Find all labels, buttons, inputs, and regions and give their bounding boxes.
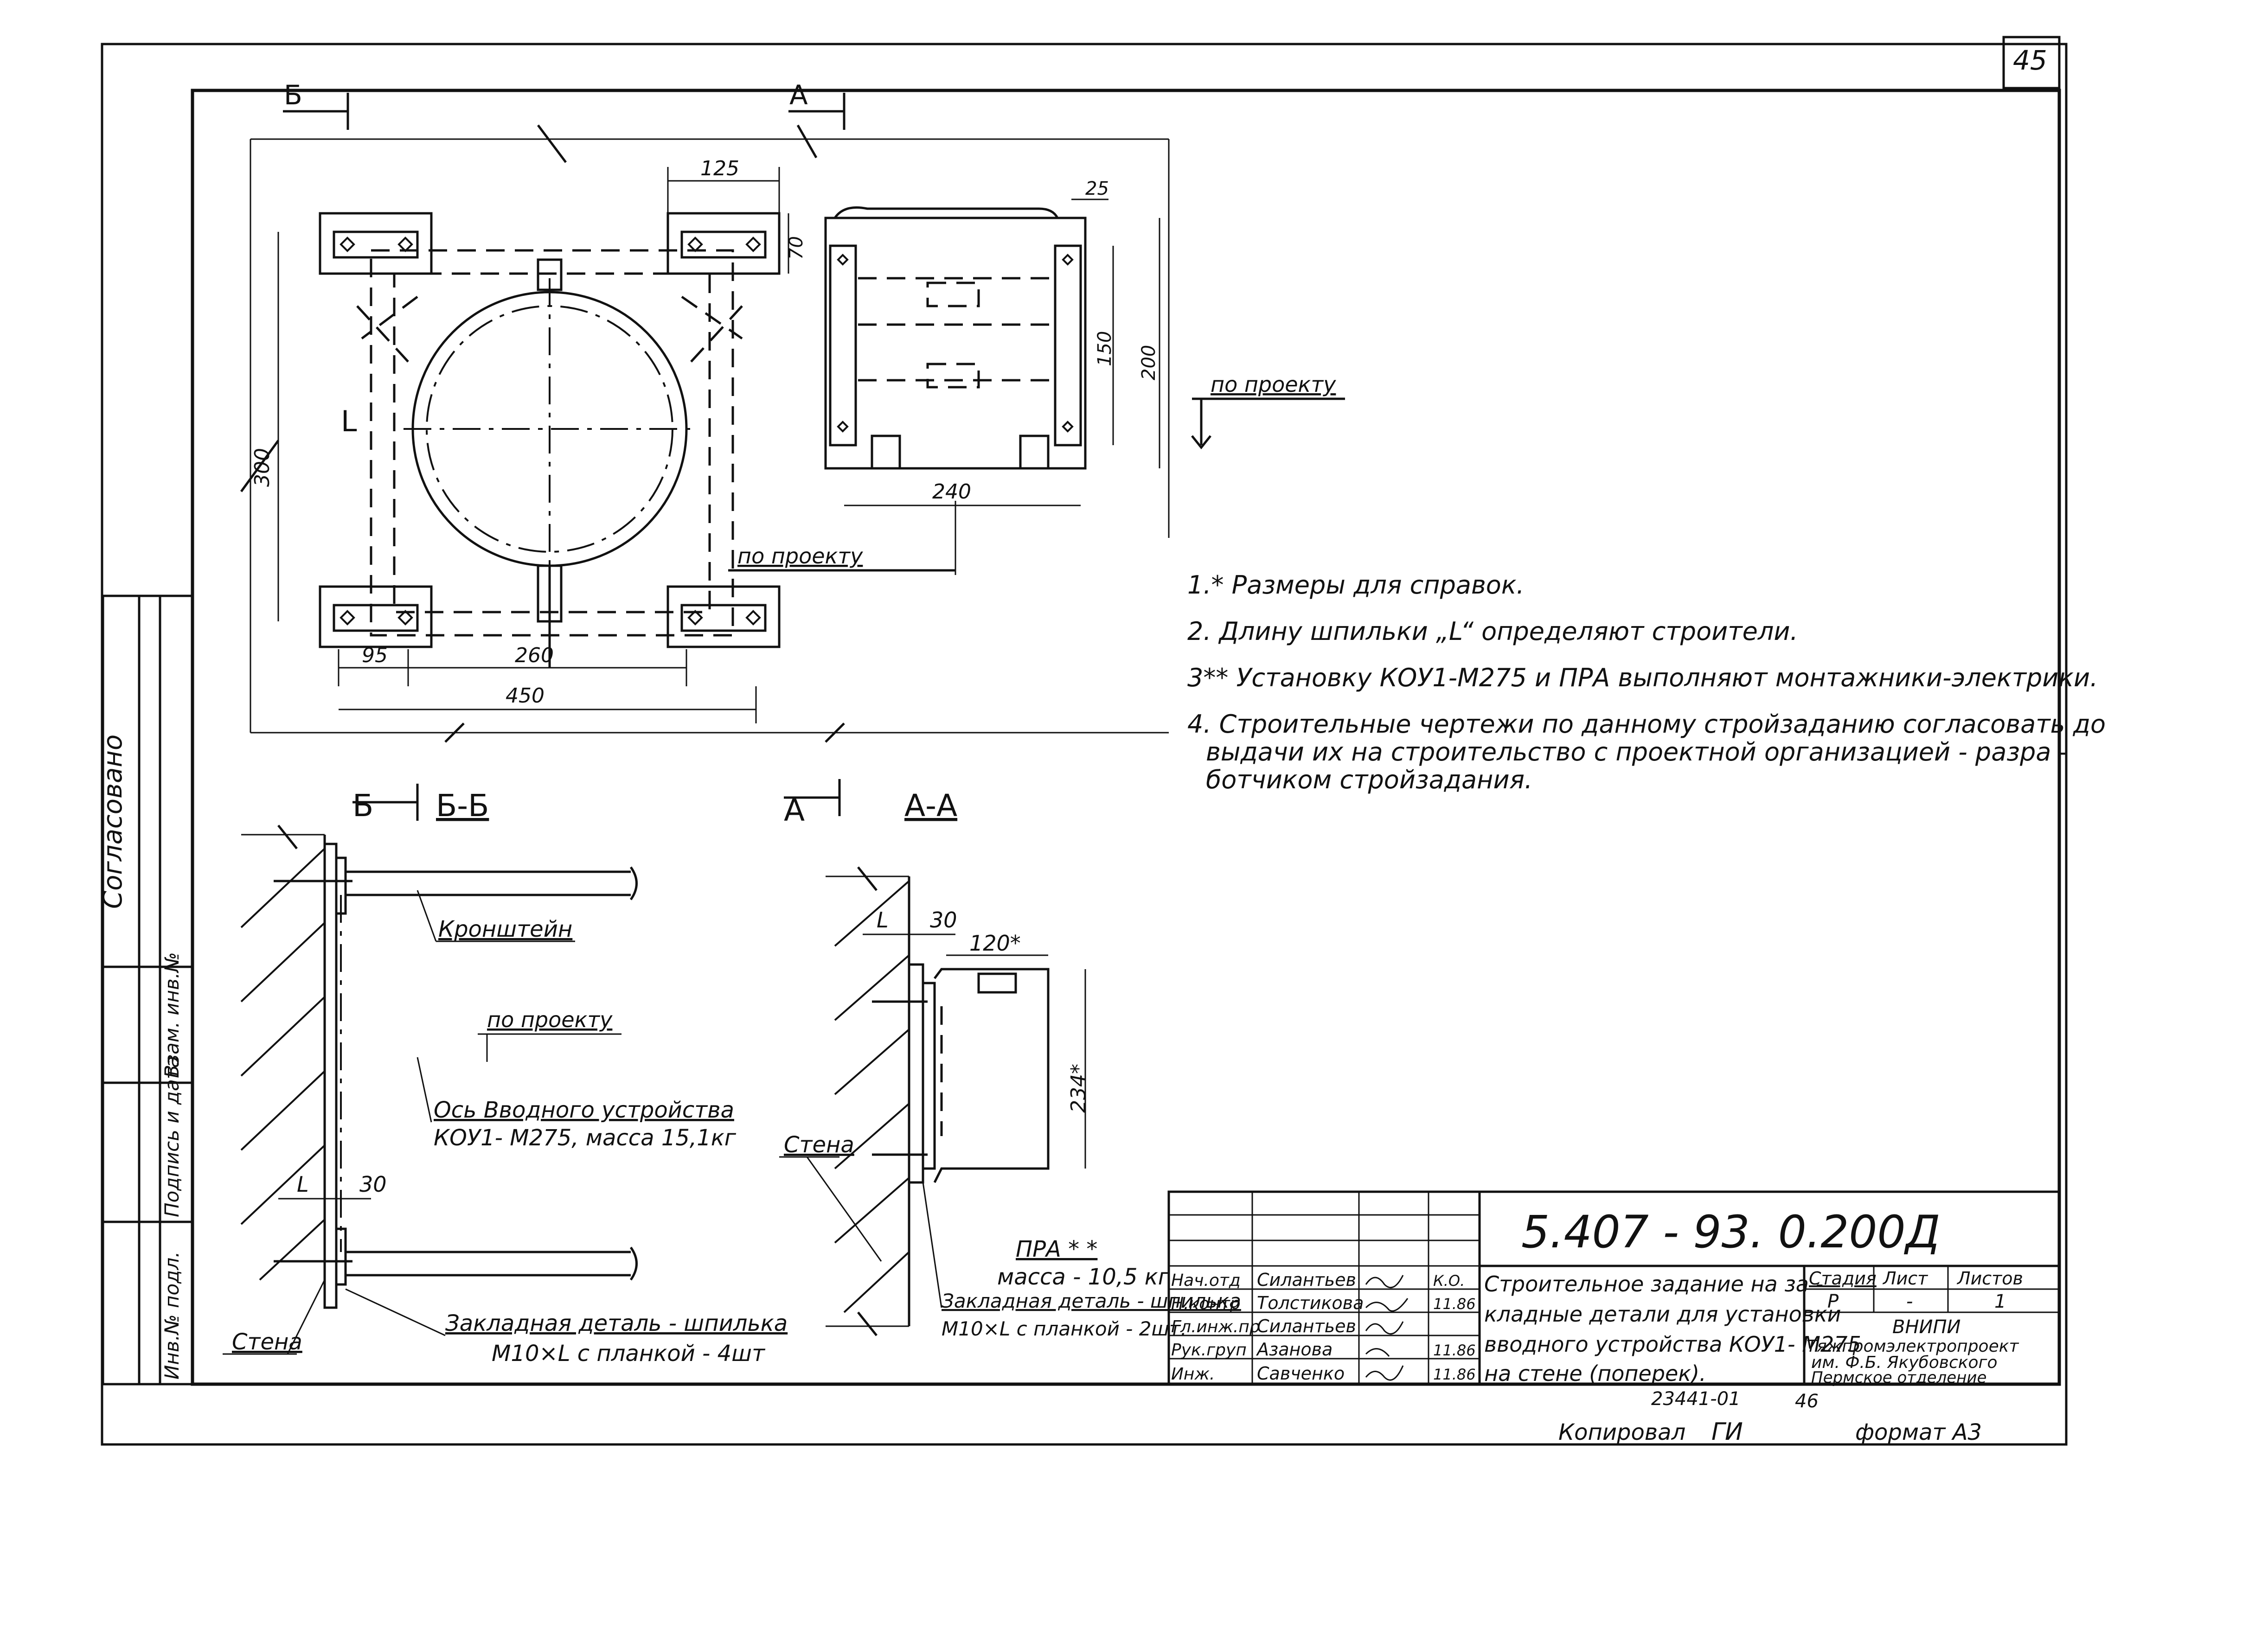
tb-desc-0: Строительное задание на за -	[1484, 1271, 1823, 1297]
section-bb-title: Б-Б	[436, 788, 489, 824]
section-bb-mark: Б	[352, 788, 373, 824]
note-4-cont-1: выдачи их на строительство с проектной о…	[1206, 737, 2068, 767]
section-bb-axis-1: Ось Вводного устройства	[434, 1097, 734, 1123]
section-aa-dim-234: 234*	[1067, 1064, 1090, 1113]
section-aa: А А-А L 30 120* 234* Стен	[779, 779, 1241, 1340]
note-3: 3** Установку КОУ1-М275 и ПРА выполняют …	[1187, 663, 2098, 692]
page-number: 45	[2013, 45, 2047, 76]
section-aa-dim-30: 30	[930, 907, 957, 933]
section-aa-pra-2: масса - 10,5 кг	[997, 1264, 1170, 1290]
section-aa-wall: Стена	[784, 1132, 854, 1158]
dim-260: 260	[515, 644, 554, 667]
sheets-value: 1	[1994, 1291, 2006, 1312]
role-1: Н.контр	[1171, 1294, 1241, 1313]
name-0: Силантьев	[1257, 1270, 1356, 1290]
plan-po-proektu-top: по проекту	[1211, 372, 1336, 397]
dim-150: 150	[1094, 331, 1115, 366]
role-3: Рук.груп	[1171, 1341, 1247, 1360]
dim-125: 125	[700, 157, 739, 180]
role-4: Инж.	[1171, 1365, 1215, 1384]
stamp-agreed: Согласовано	[98, 735, 128, 909]
date-0: К.О.	[1433, 1272, 1465, 1290]
dim-70: 70	[786, 236, 807, 260]
title-block: 5.407 - 93. 0.200Д Нач.отд Силантьев К.О…	[1167, 1190, 2061, 1387]
name-2: Силантьев	[1257, 1316, 1356, 1336]
section-bb-po-proektu: по проекту	[487, 1007, 613, 1032]
org-2: им. Ф.Б. Якубовского	[1811, 1353, 1997, 1372]
tb-desc-2: вводного устройства КОУ1- М275	[1484, 1332, 1861, 1357]
section-aa-pra-1: ПРА * *	[1016, 1236, 1097, 1262]
date-3: 11.86	[1433, 1342, 1476, 1359]
section-aa-dim-120: 120*	[969, 931, 1021, 956]
plan-section-mark-b: Б	[284, 79, 302, 111]
org-0: ВНИПИ	[1892, 1316, 1960, 1338]
archive-number: 23441-01	[1651, 1388, 1741, 1410]
note-4-cont-2: ботчиком стройзадания.	[1206, 765, 1532, 794]
section-aa-mark: А	[784, 792, 805, 828]
sheet-index: 46	[1795, 1391, 1819, 1412]
note-2: 2. Длину шпильки „L“ определяют строител…	[1187, 617, 1798, 646]
note-4: 4. Строительные чертежи по данному строй…	[1187, 709, 2106, 739]
tb-desc-3: на стене (поперек).	[1484, 1361, 1706, 1386]
date-1: 11.86	[1433, 1295, 1476, 1313]
section-bb-dim-L: L	[297, 1172, 309, 1197]
side-view: 25 150 200 240 по проекту	[824, 178, 1345, 506]
plan-view: Б А L	[240, 79, 1170, 743]
copy-sign: ГИ	[1711, 1418, 1743, 1446]
name-4: Савченко	[1257, 1363, 1345, 1384]
stamp-inv-orig: Инв.№ подл.	[160, 1252, 183, 1380]
section-bb-wall: Стена	[232, 1329, 302, 1355]
date-4: 11.86	[1433, 1366, 1476, 1383]
dim-25: 25	[1085, 178, 1109, 199]
dim-95: 95	[362, 644, 388, 667]
side-stamp: Согласовано Взам. инв.№ Подпись и дата И…	[98, 594, 194, 1386]
org-3: Пермское отделение	[1811, 1368, 1986, 1387]
section-aa-embed-1: Закладная деталь - шпилька	[942, 1290, 1241, 1312]
dim-240: 240	[932, 480, 971, 504]
sheet-header: Лист	[1882, 1268, 1928, 1289]
role-2: Гл.инж.пр	[1171, 1317, 1260, 1336]
section-bb-embed-1: Закладная деталь - шпилька	[445, 1310, 788, 1336]
tb-desc-1: кладные детали для установки	[1484, 1302, 1841, 1327]
section-aa-title: А-А	[904, 788, 957, 824]
stamp-sign-date: Подпись и дата	[160, 1056, 183, 1217]
plate-bottom-left	[319, 585, 433, 648]
name-1: Толстикова	[1257, 1293, 1364, 1313]
section-bb-dim-30: 30	[359, 1172, 387, 1197]
dim-200: 200	[1138, 345, 1160, 380]
name-3: Азанова	[1256, 1339, 1333, 1360]
format-label: формат А3	[1855, 1419, 1982, 1445]
note-1: 1.* Размеры для справок.	[1187, 570, 1525, 600]
stage-header: Стадия	[1809, 1268, 1877, 1289]
dim-300: 300	[250, 448, 274, 487]
plan-label-L: L	[341, 404, 357, 438]
stage-value: Р	[1827, 1291, 1839, 1312]
section-aa-embed-2: М10×L с планкой - 2шт.	[942, 1317, 1187, 1340]
section-bb-embed-2: М10×L с планкой - 4шт	[492, 1341, 766, 1367]
footer-marks: 23441-01 46 Копировал ГИ формат А3	[1558, 1388, 1982, 1446]
notes-block: 1.* Размеры для справок. 2. Длину шпильк…	[1187, 570, 2106, 794]
plate-bottom-right	[666, 585, 781, 648]
role-0: Нач.отд	[1171, 1271, 1241, 1290]
sheets-header: Листов	[1956, 1268, 2023, 1289]
copy-mark: Копировал	[1558, 1419, 1685, 1445]
section-bb-axis-2: КОУ1- М275, масса 15,1кг	[434, 1125, 737, 1151]
dim-450: 450	[506, 684, 545, 708]
stamp-replace-inv: Взам. инв.№	[160, 952, 183, 1078]
plate-top-left	[319, 212, 433, 275]
plan-section-mark-a: А	[789, 79, 808, 111]
section-bb-bracket: Кронштейн	[438, 916, 572, 942]
org-1: Тяжпромэлектропроект	[1807, 1337, 2019, 1356]
section-bb: Б Б-Б Кронштейн по проекту	[223, 784, 788, 1367]
plan-po-proektu-mid: по проекту	[737, 543, 863, 569]
doc-code: 5.407 - 93. 0.200Д	[1521, 1206, 1941, 1258]
sheet-value: -	[1906, 1291, 1913, 1312]
plate-top-right	[666, 212, 781, 275]
section-aa-dim-L: L	[877, 907, 889, 933]
